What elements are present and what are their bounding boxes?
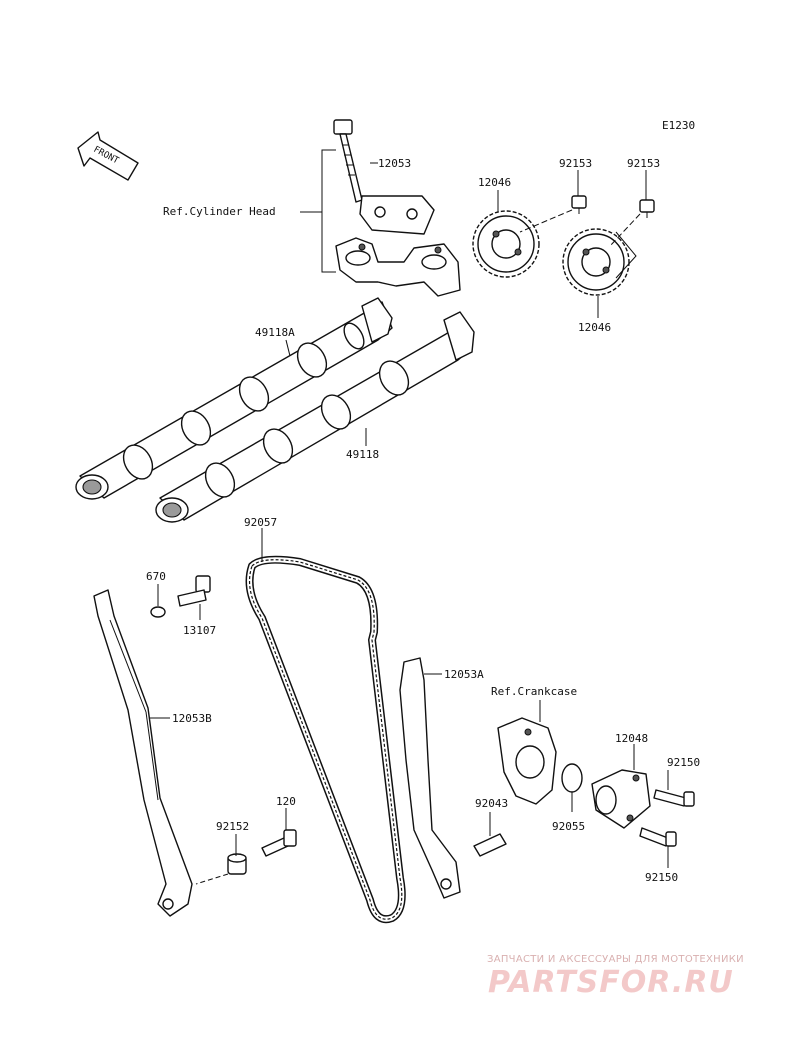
label-12053B: 12053B: [172, 712, 212, 725]
chain-guide-rear: [93, 589, 193, 917]
watermark-brand: PARTSFOR.RU: [488, 965, 734, 1000]
chain-guide-front: [399, 657, 461, 899]
label-92043: 92043: [475, 797, 508, 810]
label-12046-bottom: 12046: [578, 321, 611, 334]
o-ring-670: [150, 606, 166, 618]
sprocket-bolt-a: [571, 195, 587, 214]
cam-chain: [245, 555, 406, 924]
chain-tensioner: [591, 769, 651, 829]
collar-92152: [227, 853, 247, 875]
front-arrow-icon: FRONT: [77, 131, 139, 181]
pivot-pin-92043: [473, 833, 507, 857]
label-670: 670: [146, 570, 166, 583]
diagram-code: E1230: [662, 119, 695, 132]
sprocket-bolt-b: [639, 199, 655, 218]
camshaft-exhaust: [75, 297, 393, 500]
tensioner-bolt-b: [639, 827, 677, 847]
label-92150-a: 92150: [667, 756, 700, 769]
camshaft-holder: [335, 237, 461, 297]
label-92152: 92152: [216, 820, 249, 833]
watermark-tagline: ЗАПЧАСТИ И АКСЕССУАРЫ ДЛЯ МОТОТЕХНИКИ: [487, 954, 744, 965]
cam-sprocket-right: [562, 228, 630, 296]
camshaft-intake: [155, 311, 475, 523]
guide-bolt-13107: [177, 575, 211, 607]
label-120: 120: [276, 795, 296, 808]
label-92057: 92057: [244, 516, 277, 529]
cylinder-head-bolt: [333, 119, 363, 203]
o-ring-92055: [561, 763, 583, 793]
label-49118A: 49118A: [255, 326, 295, 339]
watermark: ЗАПЧАСТИ И АКСЕССУАРЫ ДЛЯ МОТОТЕХНИКИ PA…: [487, 954, 744, 1000]
label-92150-b: 92150: [645, 871, 678, 884]
label-12048: 12048: [615, 732, 648, 745]
label-92153-b: 92153: [627, 157, 660, 170]
label-ref-crankcase: Ref.Crankcase: [491, 685, 577, 698]
label-12046-top: 12046: [478, 176, 511, 189]
label-49118: 49118: [346, 448, 379, 461]
cam-sprocket-left: [472, 210, 540, 278]
guide-bolt-120: [261, 829, 297, 857]
tensioner-bolt-a: [653, 789, 695, 807]
label-ref-cylinder-head: Ref.Cylinder Head: [163, 205, 276, 218]
label-92153-a: 92153: [559, 157, 592, 170]
crankcase-tensioner-housing: [497, 717, 557, 805]
label-12053: 12053: [378, 157, 411, 170]
label-12053A: 12053A: [444, 668, 484, 681]
label-13107: 13107: [183, 624, 216, 637]
label-92055: 92055: [552, 820, 585, 833]
camshaft-cap-upper: [359, 195, 435, 235]
